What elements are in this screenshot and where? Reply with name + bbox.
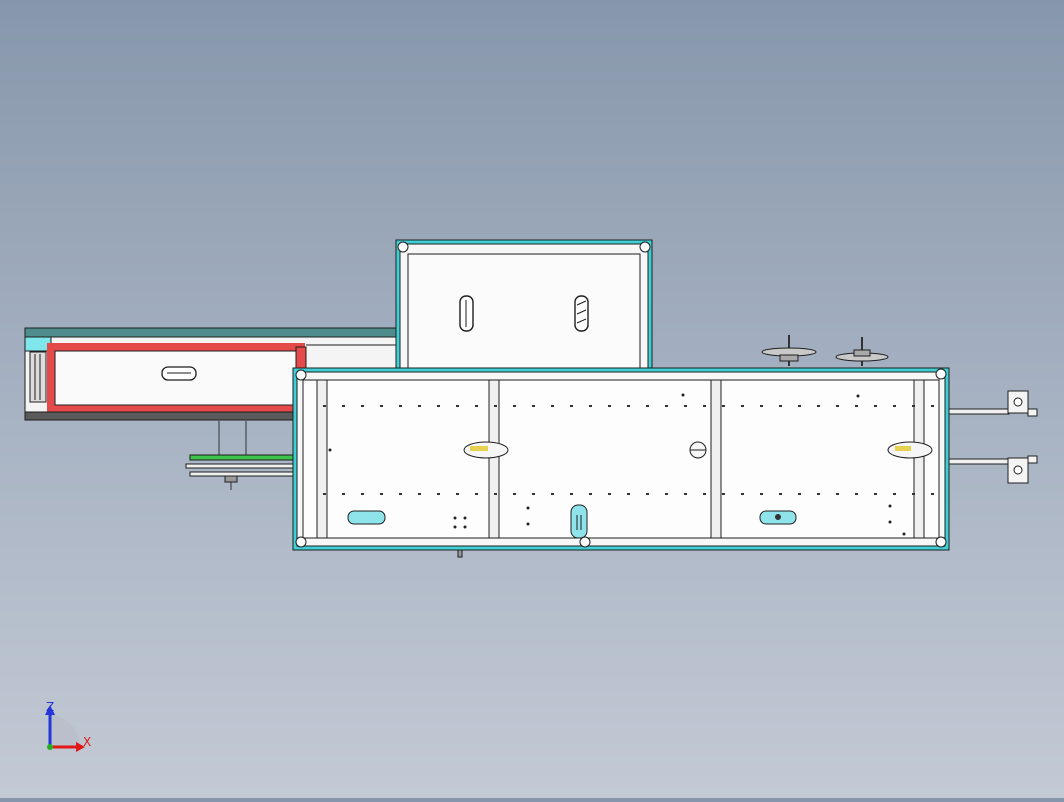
hand-wheel-left <box>761 335 817 366</box>
coordinate-triad-icon: Z X <box>40 695 100 755</box>
upper-housing <box>395 239 653 373</box>
bottom-peg <box>457 549 463 558</box>
hand-wheel-right <box>835 337 889 366</box>
z-axis-label: Z <box>46 700 54 714</box>
right-brackets <box>948 390 1038 484</box>
main-housing <box>292 367 950 551</box>
x-axis-label: X <box>83 735 91 749</box>
lower-left-rails <box>185 421 294 490</box>
